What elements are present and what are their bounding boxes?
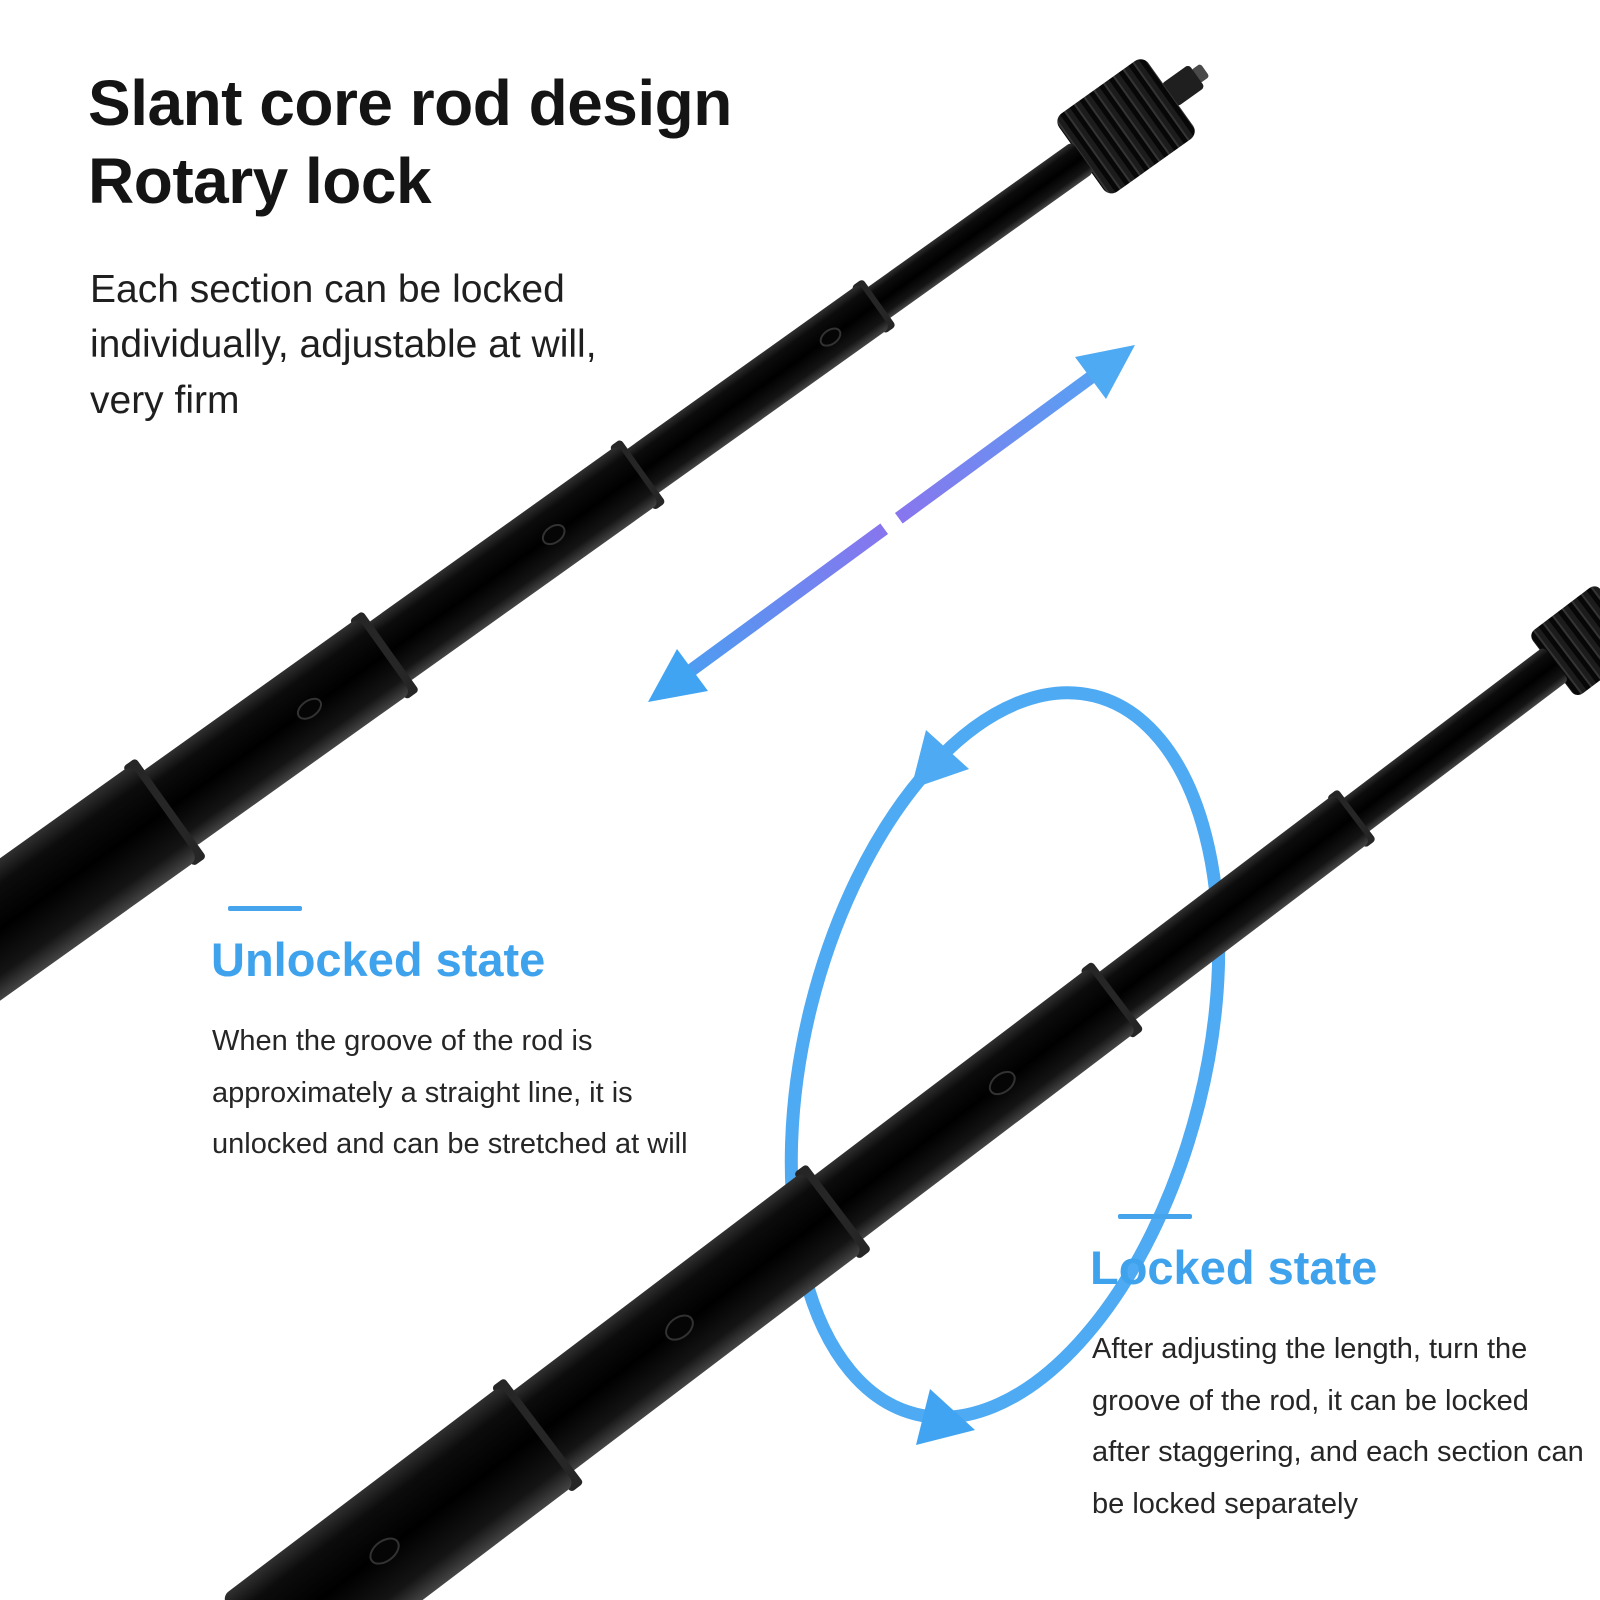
rod-segment <box>0 768 195 1025</box>
unlocked-accent-line <box>228 906 302 911</box>
title-line-1: Slant core rod design <box>88 67 732 139</box>
locked-state-description: After adjusting the length, turn the gro… <box>1092 1333 1584 1520</box>
extend-arrow-icon <box>648 345 1135 702</box>
rod-segment <box>811 970 1134 1241</box>
lock-hole <box>665 1314 694 1341</box>
rotate-arrowhead-bottom-icon <box>916 1389 975 1445</box>
unlocked-state-heading: Unlocked state <box>211 933 546 986</box>
rod-knob <box>1057 59 1195 194</box>
rod-segment <box>1097 796 1368 1021</box>
title-line-2: Rotary lock <box>88 145 432 218</box>
page-title: Slant core rod design Rotary lock <box>88 64 732 220</box>
rotate-arrow-icon <box>784 686 1226 1424</box>
unlocked-state-description: When the groove of the rod is approximat… <box>212 1025 688 1161</box>
extend-arrow-shaft <box>684 523 889 678</box>
rod-segment <box>1341 648 1567 833</box>
lower-rod <box>224 586 1600 1600</box>
intro-text: Each section can be locked individually,… <box>90 268 597 422</box>
lock-hole <box>541 524 566 546</box>
rod-segment <box>142 621 408 846</box>
rotation-loop <box>784 686 1226 1424</box>
extend-arrowhead-top-icon <box>1075 345 1135 399</box>
rod-segment <box>865 143 1092 320</box>
lock-hole <box>296 697 323 720</box>
lock-hole <box>819 327 842 347</box>
rotate-arrowheads <box>911 730 975 1445</box>
rod-segment <box>367 447 657 681</box>
lock-hole <box>988 1070 1016 1096</box>
locked-accent-line <box>1118 1214 1192 1219</box>
rod-segment <box>224 1389 572 1600</box>
extend-arrow-shaft <box>894 369 1099 524</box>
rotate-arrowhead-top-icon <box>911 730 969 789</box>
locked-state-heading: Locked state <box>1090 1241 1378 1294</box>
extend-arrowhead-bottom-icon <box>648 649 708 702</box>
screw-shaft <box>1162 65 1204 106</box>
lock-hole <box>369 1537 400 1565</box>
upper-rod <box>0 59 1209 1025</box>
